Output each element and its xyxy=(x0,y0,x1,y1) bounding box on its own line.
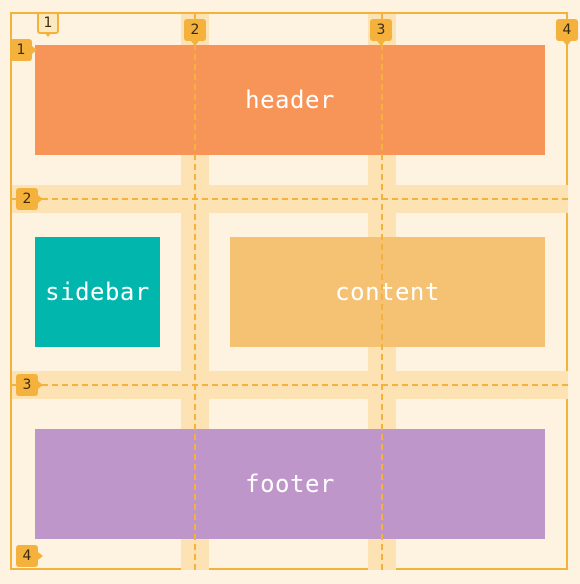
column-line-3 xyxy=(381,14,383,570)
column-line-badge-3: 3 xyxy=(370,19,392,46)
content-area: content xyxy=(230,237,545,347)
row-line-badge-4: 4 xyxy=(16,545,43,567)
column-line-badge-1: 1 xyxy=(37,12,59,37)
sidebar-label: sidebar xyxy=(45,278,150,306)
footer-area: footer xyxy=(35,429,545,539)
row-line-3 xyxy=(12,384,568,386)
row-line-badge-3: 3 xyxy=(16,374,43,396)
row-line-badge-2: 2 xyxy=(16,188,43,210)
content-label: content xyxy=(335,278,440,306)
column-line-2 xyxy=(194,14,196,570)
header-label: header xyxy=(245,86,335,114)
column-line-badge-2: 2 xyxy=(184,19,206,46)
footer-label: footer xyxy=(245,470,335,498)
sidebar-area: sidebar xyxy=(35,237,160,347)
column-line-badge-4: 4 xyxy=(556,19,578,46)
row-line-2 xyxy=(12,198,568,200)
row-line-badge-1: 1 xyxy=(10,39,37,61)
header-area: header xyxy=(35,45,545,155)
